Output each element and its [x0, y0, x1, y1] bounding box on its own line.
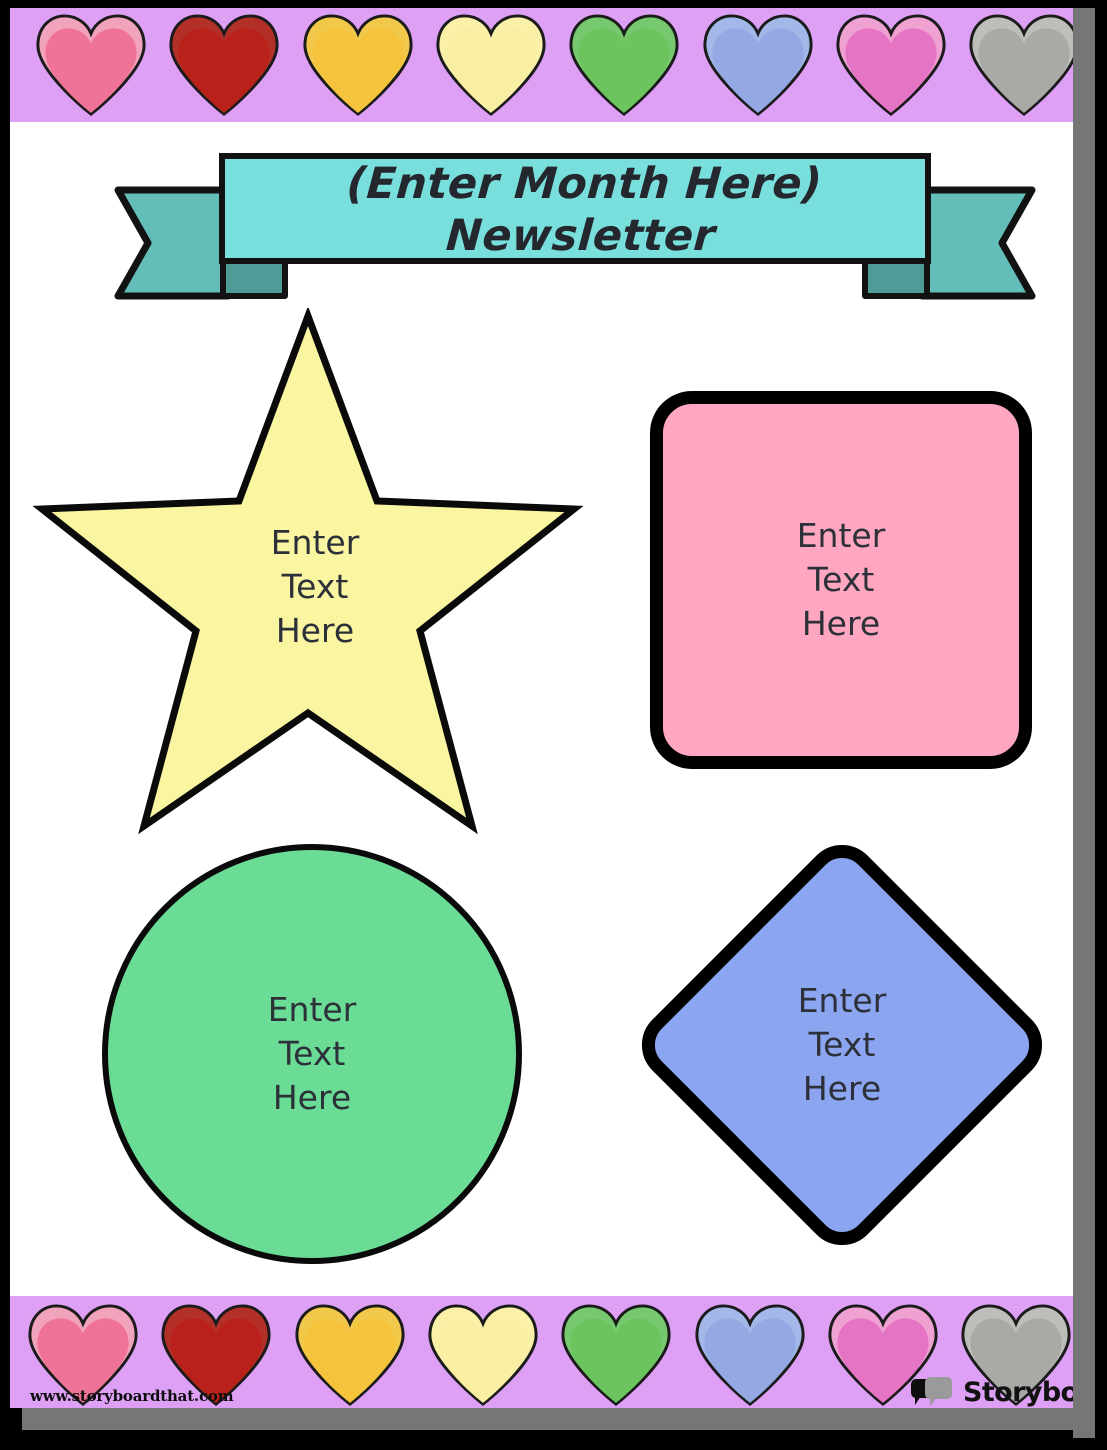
bottom-heart-gray: [957, 1302, 1073, 1408]
top-heart-blue: [699, 12, 817, 120]
heart-border-bottom: [10, 1296, 1073, 1408]
newsletter-title-line2: Newsletter: [444, 211, 717, 261]
diamond-text-wrap: Enter Text Here: [627, 830, 1057, 1260]
top-heart-magenta: [832, 12, 950, 120]
newsletter-page: (Enter Month Here) Newsletter Enter Text…: [10, 8, 1073, 1408]
top-heart-pink: [32, 12, 150, 120]
storyboardthat-logo[interactable]: Storyboard That: [911, 1375, 1073, 1408]
page-shadow-right: [1073, 8, 1095, 1438]
heart-border-top: [10, 8, 1073, 122]
bottom-heart-magenta: [824, 1302, 942, 1408]
bottom-heart-red: [157, 1302, 275, 1408]
top-heart-lightyellow: [432, 12, 550, 120]
top-heart-green: [565, 12, 683, 120]
bottom-heart-green: [557, 1302, 675, 1408]
top-heart-gold: [299, 12, 417, 120]
star-shape: [32, 308, 584, 835]
ribbon-tail-right: [918, 186, 1036, 300]
circle-placeholder[interactable]: Enter Text Here: [102, 844, 522, 1264]
star-placeholder[interactable]: [32, 308, 584, 838]
site-url[interactable]: www.storyboardthat.com: [30, 1387, 234, 1405]
diamond-placeholder-text: Enter Text Here: [797, 981, 887, 1108]
bottom-heart-gold: [291, 1302, 409, 1408]
newsletter-title-line1: (Enter Month Here): [345, 158, 824, 209]
circle-placeholder-text: Enter Text Here: [267, 990, 357, 1117]
ribbon-tail-left: [114, 186, 232, 300]
speech-bubbles-icon: [911, 1377, 957, 1407]
diamond-placeholder[interactable]: Enter Text Here: [627, 830, 1057, 1260]
rounded-square-placeholder[interactable]: Enter Text Here: [650, 391, 1032, 769]
bottom-heart-pink: [24, 1302, 142, 1408]
ribbon-fold-right: [862, 257, 930, 299]
logo-word-storyboard: Storyboard: [963, 1376, 1073, 1408]
rounded-square-placeholder-text: Enter Text Here: [796, 516, 886, 643]
top-heart-gray: [965, 12, 1073, 120]
star-placeholder-text: Enter Text Here: [270, 523, 360, 650]
top-heart-red: [165, 12, 283, 120]
bottom-heart-blue: [691, 1302, 809, 1408]
page-shadow-bottom: [22, 1408, 1085, 1430]
ribbon-fold-left: [220, 257, 288, 299]
bottom-heart-lightyellow: [424, 1302, 542, 1408]
newsletter-title: (Enter Month Here) Newsletter: [221, 156, 944, 264]
ribbon-face: [219, 153, 931, 264]
title-ribbon-banner: [110, 148, 1040, 313]
speech-bubble-front-icon: [925, 1377, 952, 1406]
